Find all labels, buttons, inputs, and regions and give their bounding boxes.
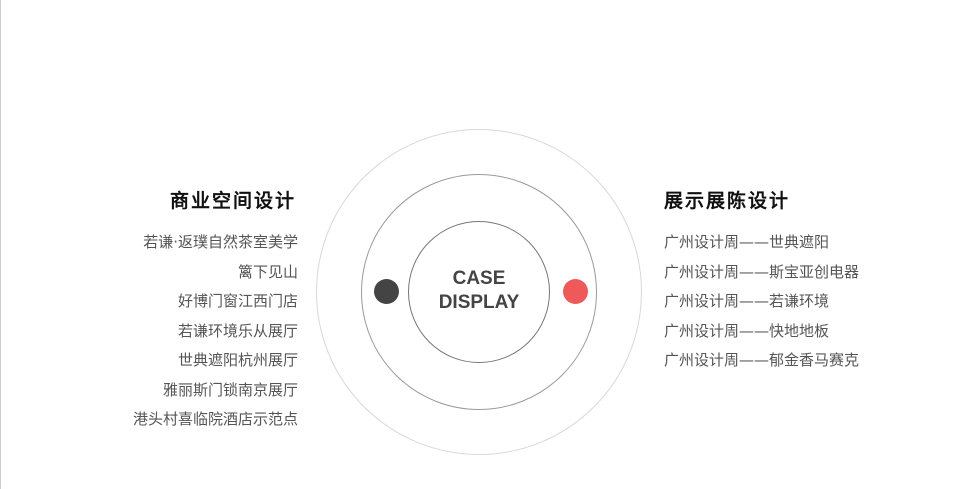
list-item[interactable]: 世典遮阳杭州展厅	[177, 351, 298, 369]
middle-ring	[361, 174, 597, 410]
commercial-list: 若谦·返璞自然茶室美学 篱下见山 好博门窗江西门店 若谦环境乐从展厅 世典遮阳杭…	[133, 228, 298, 435]
left-border	[0, 0, 1, 489]
list-item[interactable]: 雅丽斯门锁南京展厅	[162, 380, 298, 399]
center-line2: DISPLAY	[438, 292, 520, 313]
list-item[interactable]: 广州设计周——郁金香马赛克	[664, 351, 860, 369]
list-item[interactable]: 好博门窗江西门店	[177, 292, 298, 310]
list-item[interactable]: 广州设计周——世典遮阳	[664, 233, 830, 251]
inner-ring	[408, 221, 550, 363]
exhibition-design-heading: 展示展陈设计	[664, 190, 791, 212]
right-dot	[563, 279, 588, 304]
list-item[interactable]: 广州设计周——斯宝亚创电器	[664, 262, 860, 281]
list-item[interactable]: 若谦·返璞自然茶室美学	[143, 233, 298, 251]
list-item[interactable]: 篱下见山	[237, 262, 298, 281]
outer-ring	[316, 129, 642, 455]
case-display-label: CASE DISPLAY	[408, 267, 550, 315]
list-item[interactable]: 港头村喜临院酒店示范点	[132, 410, 298, 428]
list-item[interactable]: 若谦环境乐从展厅	[177, 321, 298, 340]
center-line1: CASE	[452, 268, 506, 289]
exhibition-list: 广州设计周——世典遮阳 广州设计周——斯宝亚创电器 广州设计周——若谦环境 广州…	[664, 228, 859, 376]
list-item[interactable]: 广州设计周——若谦环境	[664, 292, 830, 310]
left-dot	[374, 279, 399, 304]
commercial-space-heading: 商业空间设计	[169, 190, 296, 212]
list-item[interactable]: 广州设计周——快地地板	[664, 321, 830, 340]
